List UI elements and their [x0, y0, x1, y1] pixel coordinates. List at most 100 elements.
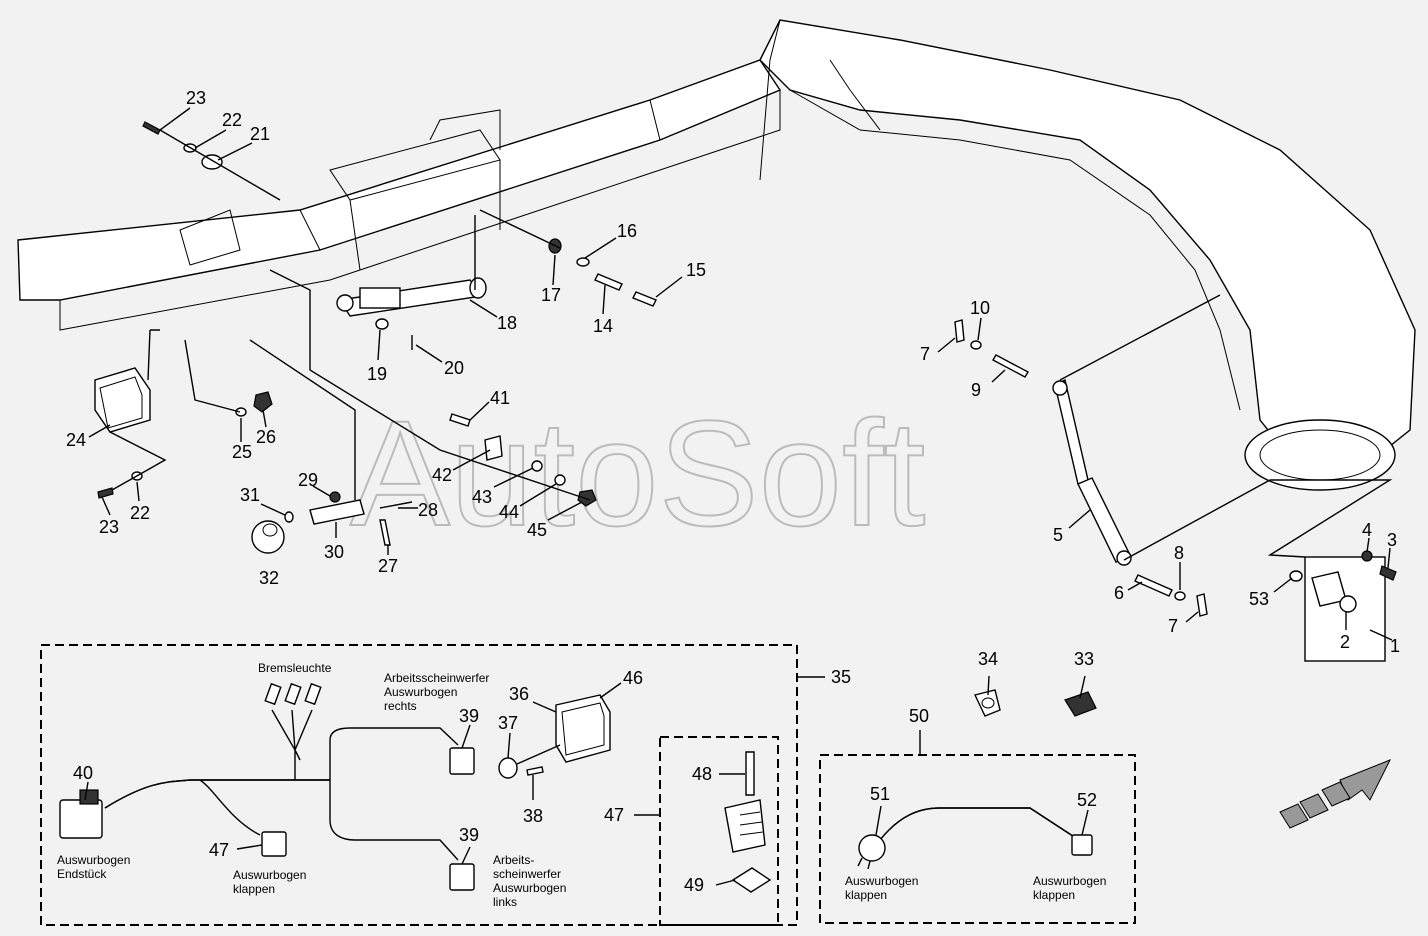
part-bolt-27 — [379, 519, 391, 546]
callout: 7 — [920, 344, 930, 364]
part-pin-9 — [992, 354, 1029, 378]
part-bolt-23 — [142, 121, 161, 135]
label-klappen-c-2: klappen — [1033, 888, 1075, 902]
callout: 30 — [324, 542, 344, 562]
bremsleuchte-terminals — [264, 682, 322, 706]
callout-numbers: 23 22 21 16 15 17 14 18 19 20 24 25 26 2… — [66, 88, 1400, 895]
connector-47-harness — [261, 831, 287, 857]
callout: 19 — [367, 364, 387, 384]
callout: 15 — [686, 260, 706, 280]
callout: 53 — [1249, 589, 1269, 609]
callout: 34 — [978, 649, 998, 669]
connector-39-bottom — [449, 863, 475, 891]
cable-50 — [879, 807, 1083, 843]
part-bolt-23-lower — [97, 487, 114, 499]
plug-52 — [1071, 834, 1093, 856]
callout: 3 — [1387, 530, 1397, 550]
part-washer-8 — [1174, 591, 1186, 601]
boom-frame — [17, 19, 1416, 491]
callout: 52 — [1077, 790, 1097, 810]
callout: 8 — [1174, 543, 1184, 563]
part-seal-49 — [731, 867, 772, 893]
callout: 32 — [259, 568, 279, 588]
label-bremsleuchte: Bremsleuchte — [258, 661, 332, 675]
callout: 41 — [490, 388, 510, 408]
callout: 51 — [870, 784, 890, 804]
callout: 39 — [459, 825, 479, 845]
callout: 6 — [1114, 583, 1124, 603]
part-lamp-24 — [94, 367, 151, 433]
connector-40 — [59, 789, 103, 839]
part-washer-31 — [284, 511, 294, 523]
part-washer-44 — [554, 474, 566, 486]
part-pin-7-top — [954, 319, 965, 343]
callout: 18 — [497, 313, 517, 333]
callout: 45 — [527, 520, 547, 540]
callout: 22 — [222, 110, 242, 130]
callout: 39 — [459, 706, 479, 726]
callout: 25 — [232, 442, 252, 462]
part-bulb-37 — [498, 744, 561, 779]
callout: 36 — [509, 684, 529, 704]
part-pin-28 — [379, 501, 413, 509]
part-clip-38 — [526, 766, 544, 776]
callout: 14 — [593, 316, 613, 336]
label-klappen-a-2: klappen — [233, 882, 275, 896]
callout: 5 — [1053, 525, 1063, 545]
callout: 33 — [1074, 649, 1094, 669]
callout: 28 — [418, 500, 438, 520]
callout-leaders — [84, 107, 1393, 886]
part-washer-19 — [375, 318, 389, 330]
callout: 48 — [692, 764, 712, 784]
label-endstueck-1: Auswurbogen — [57, 853, 130, 867]
label-aw-rechts-1: Arbeitsscheinwerfer — [384, 671, 489, 685]
label-aw-links-1: Arbeits- — [493, 853, 534, 867]
callout: 24 — [66, 430, 86, 450]
direction-arrow-icon — [1279, 759, 1392, 829]
callout: 21 — [250, 124, 270, 144]
callout: 16 — [617, 221, 637, 241]
callout: 37 — [498, 713, 518, 733]
box-47 — [659, 736, 779, 926]
part-washer-53 — [1289, 570, 1303, 582]
label-klappen-b-2: klappen — [845, 888, 887, 902]
label-aw-links-2: scheinwerfer — [493, 867, 561, 881]
part-pin-6 — [1134, 574, 1173, 597]
part-washer-25 — [235, 407, 247, 417]
callout: 2 — [1340, 632, 1350, 652]
connector-39-top — [449, 747, 475, 775]
callout: 4 — [1362, 520, 1372, 540]
part-washer-10 — [970, 340, 982, 350]
box-50 — [819, 754, 1136, 924]
part-lamp-46 — [555, 694, 611, 763]
callout: 43 — [472, 487, 492, 507]
part-grommet — [724, 799, 766, 853]
callout: 23 — [99, 517, 119, 537]
callout: 38 — [523, 806, 543, 826]
part-nut-26 — [253, 391, 273, 413]
harness-wiring — [104, 709, 459, 861]
part-bracket-42 — [484, 435, 503, 461]
callout: 47 — [604, 805, 624, 825]
plug-51 — [857, 834, 886, 870]
callout: 31 — [240, 485, 260, 505]
part-flange-2 — [1311, 571, 1357, 613]
label-klappen-a-1: Auswurbogen — [233, 868, 306, 882]
label-klappen-b-1: Auswurbogen — [845, 874, 918, 888]
part-screw-41 — [449, 413, 471, 427]
part-bolt-15 — [632, 291, 657, 307]
part-oring-21 — [201, 154, 223, 170]
callout: 7 — [1168, 616, 1178, 636]
label-aw-rechts-2: Auswurbogen — [384, 685, 457, 699]
part-washer-4 — [1361, 550, 1373, 562]
box-35 — [40, 644, 798, 926]
callout: 20 — [444, 358, 464, 378]
part-cylinder-18 — [336, 277, 487, 317]
part-knob-32 — [251, 520, 285, 554]
part-washer-16 — [576, 257, 590, 267]
part-pin-7-bottom — [1196, 593, 1208, 617]
part-screw-48 — [745, 751, 755, 796]
label-endstueck-2: Endstück — [57, 867, 107, 881]
part-nut-45 — [577, 489, 597, 507]
callout: 47 — [209, 840, 229, 860]
